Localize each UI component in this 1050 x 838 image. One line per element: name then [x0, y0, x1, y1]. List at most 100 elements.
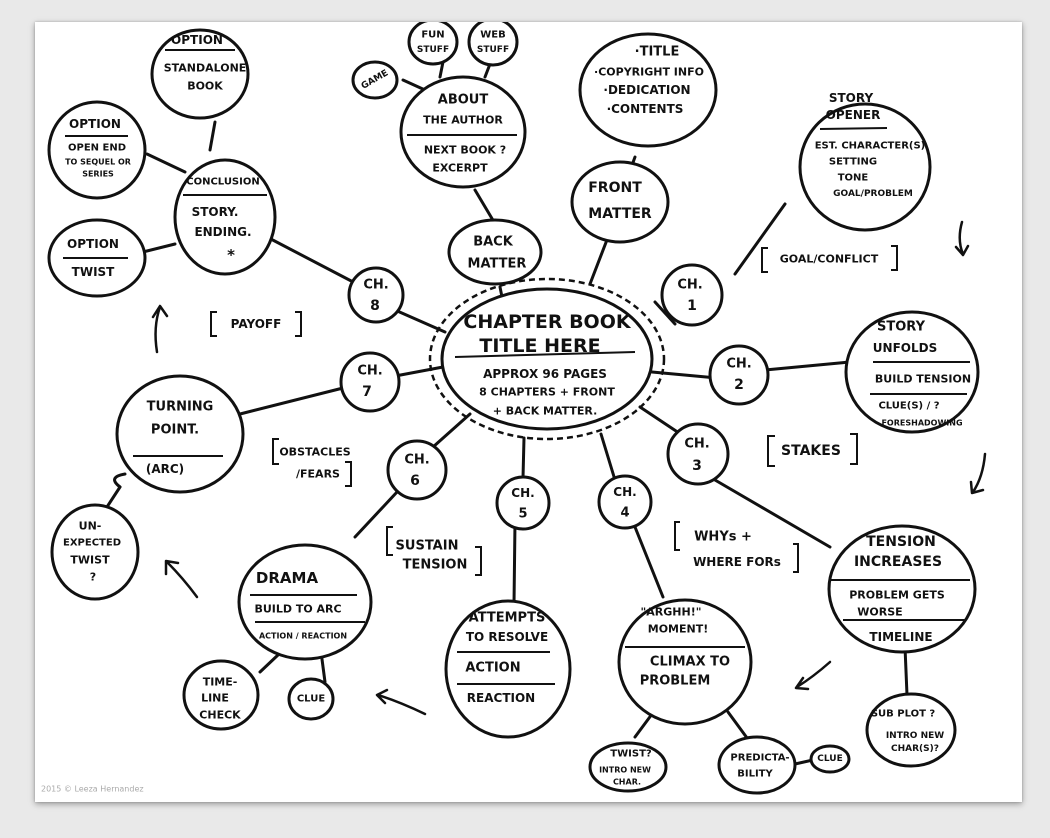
- label-drama-clue: CLUE: [297, 694, 325, 705]
- arrow-icon: [954, 220, 970, 257]
- label-chapters-ch3-1: 3: [692, 458, 702, 474]
- option-standalone-node: OPTION STANDALONE BOOK: [150, 28, 250, 120]
- stakes-bracket: STAKES: [767, 433, 858, 467]
- label-story-opener-title-0: STORY: [829, 91, 874, 105]
- label-tension-subplot-1: INTRO NEW: [886, 731, 944, 741]
- label-back-matter-web-stuff-0: WEB: [480, 30, 505, 41]
- web-stuff-node: WEB STUFF: [467, 22, 519, 67]
- copyright-credit: 2015 © Leeza Hernandez: [41, 785, 144, 794]
- label-turning-point-unexpected-3: ?: [90, 571, 96, 584]
- predictability-node: PREDICTA- BILITY: [717, 735, 797, 795]
- label-tension-problem-0: PROBLEM GETS: [849, 589, 945, 602]
- label-climax-twist-1: INTRO NEW: [599, 766, 651, 775]
- label-story-unfolds-title-0: STORY: [877, 320, 926, 335]
- label-brackets-obstacles-1: /FEARS: [296, 468, 340, 481]
- label-front-matter-label-1: MATTER: [588, 206, 652, 222]
- label-chapters-ch5-0: CH.: [511, 486, 534, 500]
- label-front-matter-items-2: ·DEDICATION: [603, 83, 690, 97]
- label-turning-point-unexpected-2: TWIST: [70, 554, 110, 567]
- label-drama-action: ACTION / REACTION: [259, 632, 347, 641]
- label-attempts-action: ACTION: [465, 661, 520, 676]
- label-back-matter-about-0: ABOUT: [438, 93, 489, 108]
- label-attempts-title-1: TO RESOLVE: [466, 630, 548, 644]
- arrow-icon: [151, 304, 169, 354]
- whys-bracket: WHYs + WHERE FORs: [674, 521, 799, 573]
- label-climax-title-0: CLIMAX TO: [650, 655, 730, 670]
- twist-node: TWIST? INTRO NEW CHAR.: [588, 741, 668, 793]
- center-title-line1: CHAPTER BOOK: [463, 311, 631, 333]
- obstacles-bracket: OBSTACLES /FEARS: [272, 438, 352, 487]
- label-back-matter-about-1: THE AUTHOR: [423, 114, 503, 127]
- label-back-matter-fun-stuff-1: STUFF: [417, 45, 449, 55]
- drama-clue-node: CLUE: [287, 677, 335, 721]
- label-tension-title-1: INCREASES: [854, 554, 942, 570]
- front-matter-node: FRONT MATTER: [570, 160, 670, 244]
- arrow-icon: [375, 688, 427, 716]
- label-tension-subplot-0: SUB PLOT ?: [871, 709, 936, 720]
- label-drama-title: DRAMA: [256, 569, 319, 587]
- label-chapters-ch1-0: CH.: [677, 278, 702, 293]
- center-node: CHAPTER BOOK TITLE HERE APPROX 96 PAGES …: [428, 277, 666, 441]
- label-tension-problem-1: WORSE: [857, 606, 902, 619]
- payoff-bracket: PAYOFF: [210, 311, 302, 337]
- climax-clue-node: CLUE: [809, 744, 851, 774]
- option-open-end-node: OPTION OPEN END TO SEQUEL OR SERIES: [47, 100, 147, 200]
- chapter-2-node: CH. 2: [708, 344, 770, 406]
- label-chapters-ch5-1: 5: [518, 507, 527, 522]
- label-conclusion-opt-standalone-0: OPTION: [171, 33, 223, 47]
- label-climax-title-1: PROBLEM: [640, 674, 711, 689]
- label-chapters-ch2-1: 2: [734, 377, 744, 393]
- sustain-bracket: SUSTAIN TENSION: [386, 526, 482, 576]
- chapter-4-node: CH. 4: [597, 474, 653, 530]
- label-turning-point-unexpected-0: UN-: [79, 520, 102, 533]
- option-twist-node: OPTION TWIST: [47, 218, 147, 298]
- fun-stuff-node: FUN STUFF: [407, 22, 459, 66]
- label-front-matter-label-0: FRONT: [588, 180, 642, 196]
- arrow-icon: [969, 452, 987, 495]
- turning-point-node: TURNING POINT. (ARC): [115, 374, 245, 494]
- label-conclusion-opt-open-3: SERIES: [82, 170, 114, 179]
- label-brackets-payoff: PAYOFF: [231, 317, 282, 331]
- unexpected-twist-node: UN- EXPECTED TWIST ?: [50, 503, 140, 601]
- game-node: GAME: [351, 60, 399, 100]
- label-tension-subplot-2: CHAR(S)?: [891, 744, 939, 754]
- label-story-unfolds-clues-1: FORESHADOWING: [881, 419, 962, 428]
- label-conclusion-opt-open-0: OPTION: [69, 117, 121, 131]
- label-turning-point-arc: (ARC): [146, 462, 184, 476]
- arrow-icon: [794, 660, 832, 691]
- label-climax-predictability-1: BILITY: [737, 769, 773, 780]
- back-matter-node: BACK MATTER: [447, 218, 543, 286]
- story-map-diagram: CHAPTER BOOK TITLE HERE APPROX 96 PAGES …: [41, 22, 987, 795]
- label-chapters-ch1-1: 1: [687, 298, 697, 314]
- label-conclusion-opt-twist-0: OPTION: [67, 237, 119, 251]
- label-brackets-obstacles-0: OBSTACLES: [279, 446, 350, 459]
- label-conclusion-opt-open-2: TO SEQUEL OR: [65, 158, 131, 167]
- story-opener-node: STORY OPENER EST. CHARACTER(S) SETTING T…: [798, 91, 932, 232]
- label-chapters-ch6-0: CH.: [404, 453, 429, 468]
- flow-arrows: [151, 220, 987, 716]
- label-climax-moment-0: "ARGHH!": [641, 606, 702, 619]
- label-climax-predictability-0: PREDICTA-: [730, 753, 789, 764]
- label-story-unfolds-build: BUILD TENSION: [875, 373, 971, 386]
- front-matter-contents-node: ·TITLE ·COPYRIGHT INFO ·DEDICATION ·CONT…: [578, 32, 718, 148]
- label-chapters-ch2-0: CH.: [726, 357, 751, 372]
- label-story-unfolds-clues-0: CLUE(S) / ?: [878, 401, 939, 412]
- label-chapters-ch4-1: 4: [620, 506, 629, 521]
- label-drama-timeline-0: TIME-: [203, 676, 238, 689]
- drama-node: DRAMA BUILD TO ARC ACTION / REACTION: [237, 543, 373, 661]
- label-brackets-stakes: STAKES: [781, 443, 841, 459]
- attempts-node: ATTEMPTS TO RESOLVE ACTION REACTION: [444, 599, 572, 739]
- label-brackets-sustain-0: SUSTAIN: [396, 539, 459, 554]
- center-note-line2: 8 CHAPTERS + FRONT: [479, 386, 615, 399]
- subplot-node: SUB PLOT ? INTRO NEW CHAR(S)?: [865, 692, 957, 768]
- conclusion-node: CONCLUSION STORY. ENDING. *: [173, 158, 277, 276]
- label-climax-moment-1: MOMENT!: [648, 623, 708, 636]
- label-story-unfolds-title-1: UNFOLDS: [873, 341, 937, 355]
- label-brackets-goal-conflict: GOAL/CONFLICT: [780, 253, 879, 266]
- chapter-7-node: CH. 7: [339, 351, 401, 413]
- arrow-icon: [164, 559, 199, 599]
- label-conclusion-opt-open-1: OPEN END: [68, 143, 126, 154]
- label-back-matter-web-stuff-1: STUFF: [477, 45, 509, 55]
- label-tension-timeline: TIMELINE: [869, 630, 932, 644]
- label-chapters-ch8-1: 8: [370, 298, 380, 314]
